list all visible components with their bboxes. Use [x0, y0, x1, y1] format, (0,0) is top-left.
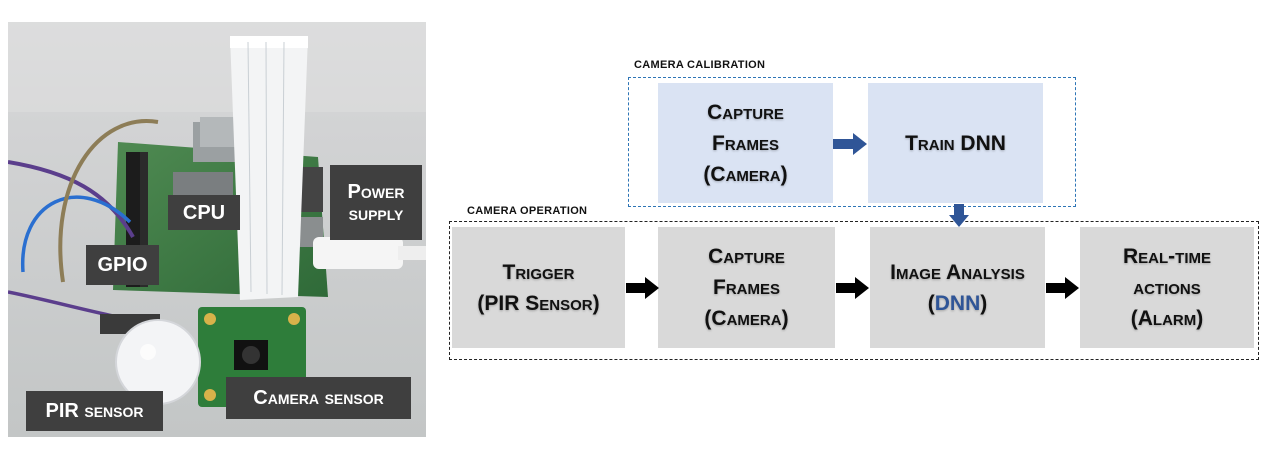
image-analysis-line1: Image Analysis [890, 260, 1025, 284]
real-time-actions-box: Real-time actions (Alarm) [1080, 227, 1254, 348]
calibration-right-arrow-icon [833, 133, 867, 155]
capture-to-analysis-arrow-icon [836, 277, 869, 299]
operation-capture-line3: (Camera) [704, 307, 789, 330]
calibration-group-label: CAMERA CALIBRATION [634, 59, 766, 71]
actions-line1: Real-time [1123, 245, 1211, 268]
trigger-line1: Trigger [502, 260, 575, 284]
calibration-capture-line2: Frames [712, 131, 779, 155]
actions-line2: actions [1133, 276, 1201, 299]
hardware-photo: Power supply CPU GPIO PIR sensor Camera … [8, 22, 426, 437]
train-dnn-text: Train DNN [905, 131, 1006, 155]
calibration-capture-line1: Capture [707, 100, 784, 124]
operation-capture-line1: Capture [708, 245, 785, 268]
camera-sensor-label: Camera sensor [226, 377, 411, 419]
calibration-capture-frames-box: Capture Frames (Camera) [658, 83, 833, 203]
analysis-to-actions-arrow-icon [1046, 277, 1079, 299]
dnn-accent-text: DNN [934, 291, 981, 315]
power-supply-label-line2: supply [348, 202, 404, 225]
calibration-capture-line3: (Camera) [703, 162, 788, 186]
trigger-to-capture-arrow-icon [626, 277, 659, 299]
image-analysis-box: Image Analysis (DNN) [870, 227, 1045, 348]
actions-line3: (Alarm) [1130, 307, 1204, 330]
trigger-pir-box: Trigger (PIR Sensor) [452, 227, 625, 348]
operation-group-border [449, 221, 1259, 360]
power-supply-label: Power supply [330, 165, 422, 240]
calibration-group-border [628, 77, 1076, 207]
paren-close: ) [980, 291, 988, 315]
image-analysis-line2: (DNN) [890, 288, 1025, 319]
pir-sensor-label: PIR sensor [26, 391, 163, 431]
cpu-label: CPU [168, 195, 240, 230]
operation-capture-frames-box: Capture Frames (Camera) [658, 227, 835, 348]
train-dnn-box: Train DNN [868, 83, 1043, 203]
calibration-down-arrow-icon [949, 204, 969, 227]
gpio-label: GPIO [86, 245, 159, 285]
operation-capture-line2: Frames [713, 276, 780, 299]
power-supply-label-line1: Power [347, 180, 405, 203]
operation-group-label: CAMERA OPERATION [467, 205, 588, 217]
paren-open: ( [927, 291, 935, 315]
trigger-line2: (PIR Sensor) [477, 291, 600, 315]
